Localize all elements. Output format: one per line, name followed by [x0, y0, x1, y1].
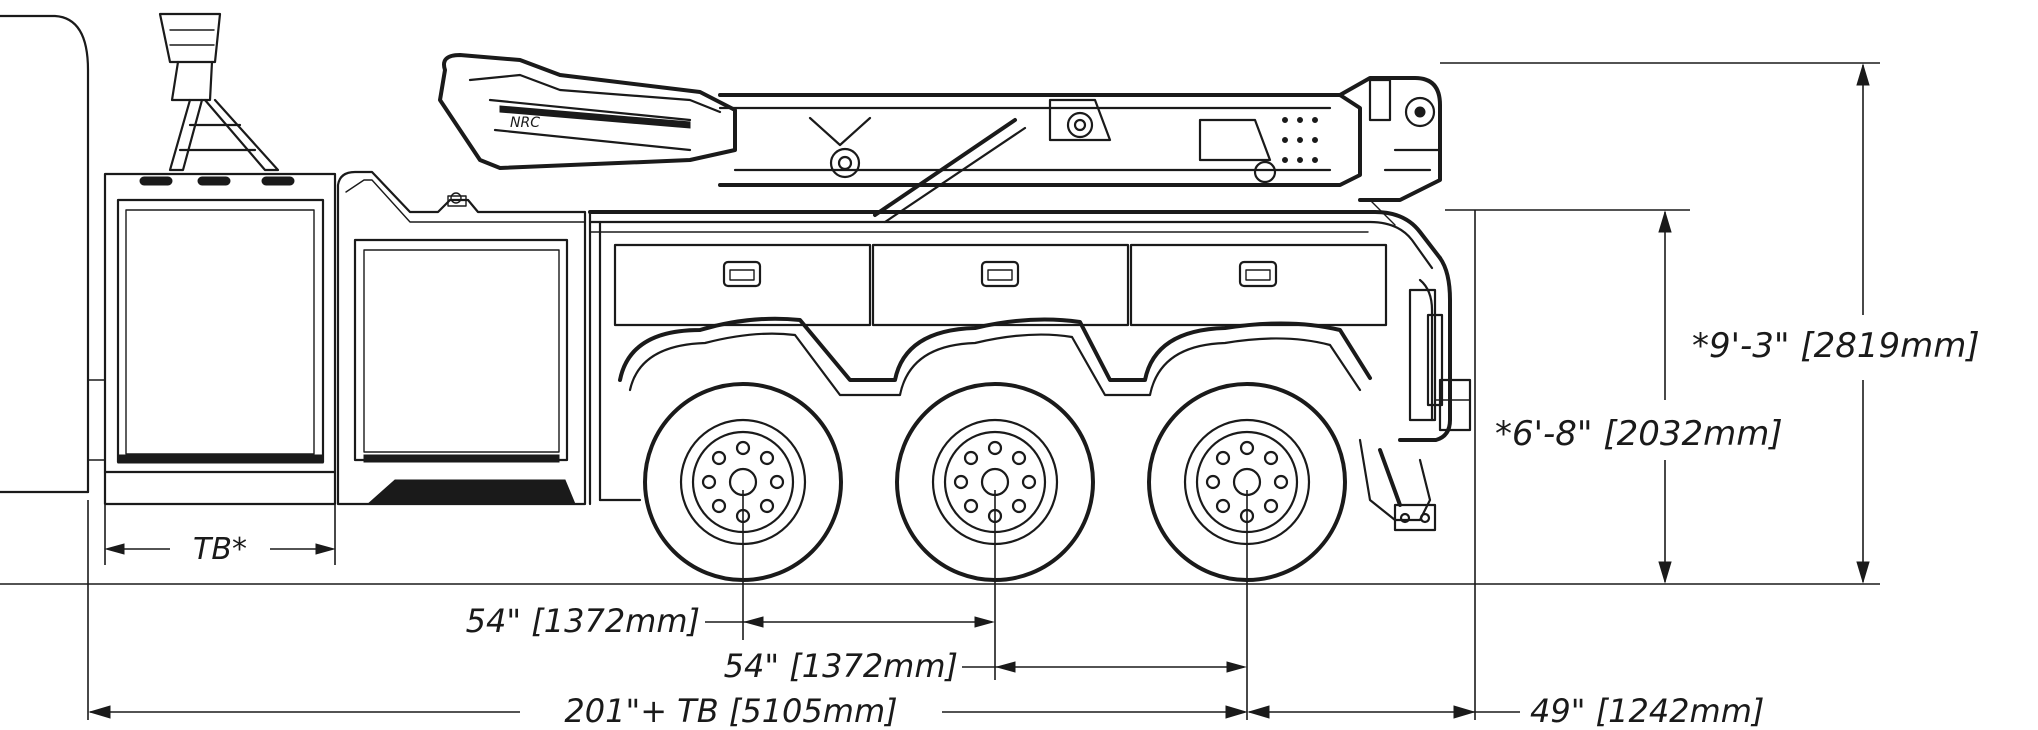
dim-axle-spacing-1: 54" [1372mm]: [466, 602, 995, 640]
dim-cab-tb: TB*: [104, 532, 336, 567]
dim-label-tb: TB*: [193, 532, 247, 567]
front-compartment: [103, 172, 337, 506]
underlift: [1358, 378, 1472, 532]
dim-rear-overhang: 49" [1242mm]: [1247, 692, 1764, 730]
dim-label-body-height: *6'-8" [2032mm]: [1495, 414, 1783, 454]
dim-label-overall-height: *9'-3" [2819mm]: [1692, 326, 1980, 366]
extension-lines: [87, 62, 1880, 720]
dim-axle-spacing-2: 54" [1372mm]: [724, 647, 1247, 685]
dim-label-wheelbase: 201"+ TB [5105mm]: [564, 692, 897, 730]
dim-label-rear-overhang: 49" [1242mm]: [1530, 692, 1764, 730]
tow-body: [588, 210, 1452, 506]
wrecker-boom: NRC: [438, 53, 1442, 226]
logo-text: NRC: [510, 115, 540, 131]
exhaust-stack: [158, 12, 280, 172]
dim-label-axle-2: 54" [1372mm]: [724, 647, 958, 685]
dim-body-height: *6'-8" [2032mm]: [1495, 210, 1783, 584]
boom-rivets: [1282, 117, 1318, 163]
dim-label-axle-1: 54" [1372mm]: [466, 602, 700, 640]
dim-wheelbase: 201"+ TB [5105mm]: [88, 692, 1248, 730]
dim-overall-height: *9'-3" [2819mm]: [1692, 63, 1980, 584]
cab-outline: [0, 14, 106, 494]
middle-compartment: [336, 170, 587, 506]
